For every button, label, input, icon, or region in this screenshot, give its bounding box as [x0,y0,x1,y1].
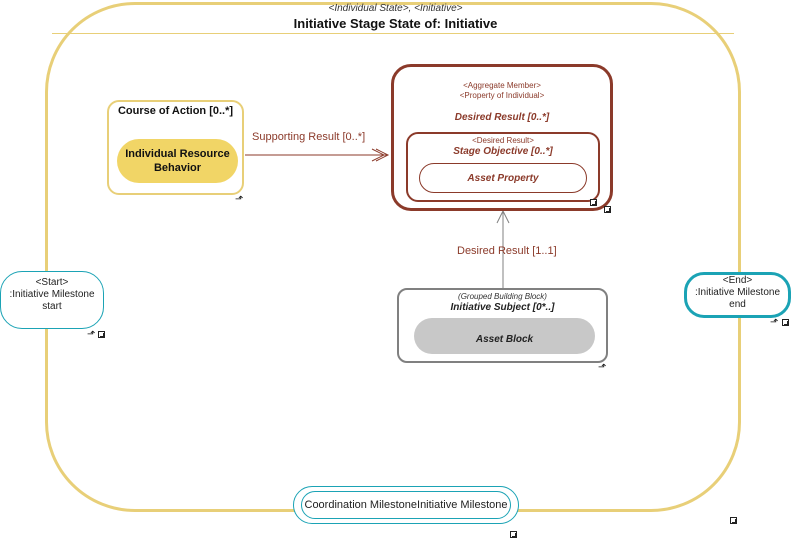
supporting-result-arrowhead [375,148,390,162]
asset-property-node[interactable]: Asset Property [419,163,587,193]
coordination-milestone-outer[interactable] [293,486,519,524]
start-node[interactable]: <Start> :Initiative Milestone start [0,271,104,329]
grouped-building-block-stereotype: (Grouped Building Block) [458,292,547,301]
end-node-stereotype: <End> [722,275,753,286]
asset-block-node[interactable]: Asset Block [414,318,595,354]
supporting-result-arrowhead-2 [371,148,386,162]
start-node-stereotype: <Start> [35,277,69,288]
link-marker-icon[interactable] [510,531,517,538]
link-marker-icon[interactable] [730,517,737,524]
individual-resource-behavior-node[interactable]: Individual Resource Behavior [117,139,238,183]
end-node-line-1: :Initiative Milestone [694,287,781,298]
stage-objective-title: Stage Objective [0..*] [453,146,553,157]
start-node-line-2: start [42,301,62,312]
outer-state-stereotype: <Individual State>, <Initiative> [328,3,463,14]
start-node-line-1: :Initiative Milestone [9,289,95,300]
outer-state-title: Initiative Stage State of: Initiative [293,16,498,31]
desired-result-title: Desired Result [0..*] [454,112,550,123]
desired-result-arrowhead [496,209,510,224]
expand-arrow-icon[interactable]: ⬏ [87,329,96,340]
desired-result-label[interactable]: Desired Result [1..1] [457,245,557,257]
grouped-building-block-title: Initiative Subject [0*..] [450,302,555,313]
expand-arrow-icon[interactable]: ⬏ [235,194,244,205]
end-node[interactable]: <End> :Initiative Milestone end [684,272,791,318]
stage-objective-stereotype: <Desired Result> [472,136,534,145]
end-node-line-2: end [729,299,746,310]
link-marker-icon[interactable] [590,199,597,206]
outer-state-divider [52,33,734,34]
desired-result-stereotype-1: <Aggregate Member> [463,81,541,90]
link-marker-icon[interactable] [782,319,789,326]
course-of-action-title: Course of Action [0..*] [117,105,234,117]
expand-arrow-icon[interactable]: ⬏ [770,317,779,328]
expand-arrow-icon[interactable]: ⬏ [598,362,607,373]
link-marker-icon[interactable] [98,331,105,338]
desired-result-stereotype-2: <Property of Individual> [459,91,545,100]
supporting-result-label[interactable]: Supporting Result [0..*] [252,131,366,143]
link-marker-icon[interactable] [604,206,611,213]
coordination-milestone-node[interactable]: Coordination MilestoneInitiative Milesto… [301,491,511,519]
